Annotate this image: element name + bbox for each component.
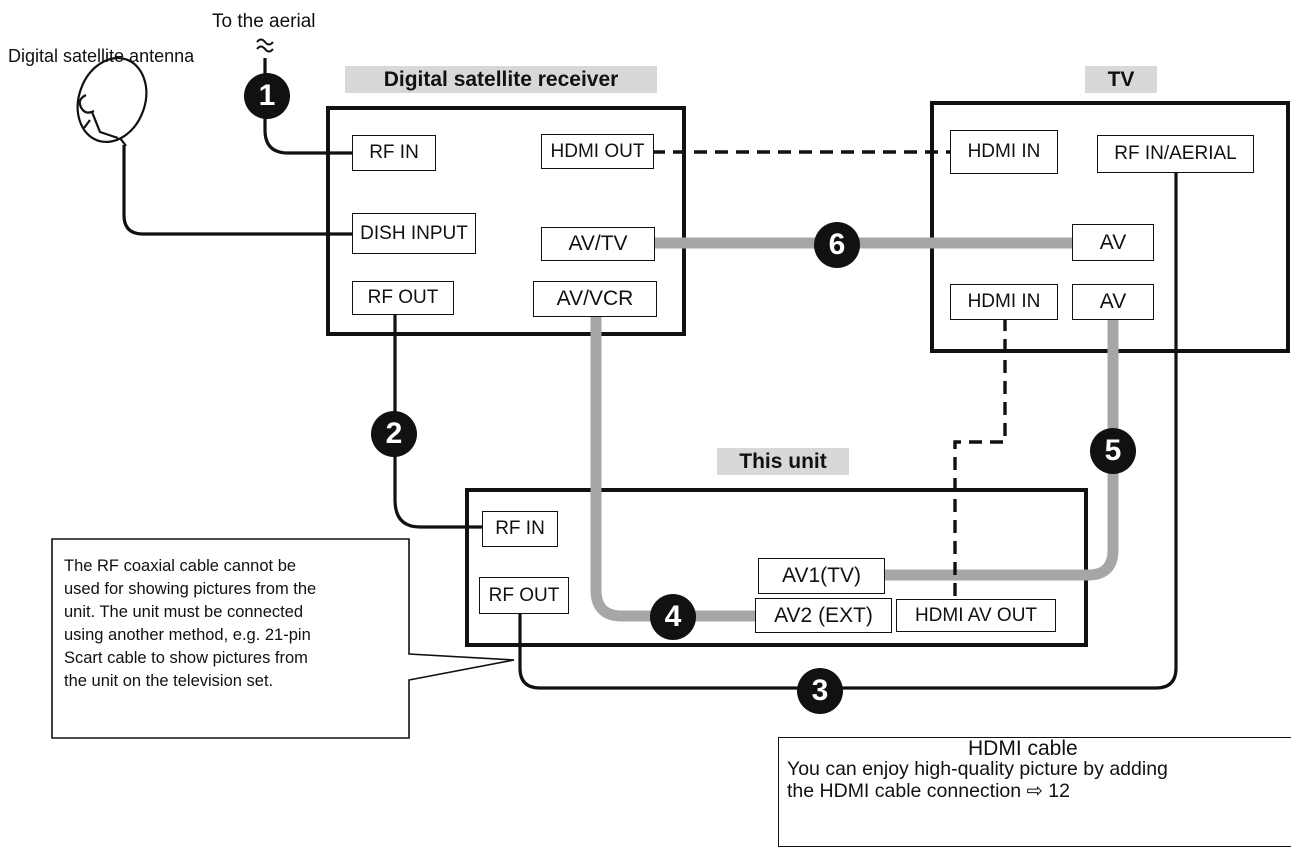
callout-line: used for showing pictures from the [64, 580, 317, 598]
unit-box [465, 488, 1088, 647]
antenna-label: Digital satellite antenna [8, 46, 195, 66]
callout-text: The RF coaxial cable cannot be used for … [64, 555, 316, 693]
step-3-marker: 3 [797, 668, 843, 714]
legend-box [778, 737, 1291, 847]
tv-hdmi-in-port-top[interactable]: HDMI IN [950, 130, 1058, 174]
unit-rf-in-port[interactable]: RF IN [482, 511, 558, 547]
step-4-marker: 4 [650, 594, 696, 640]
tv-title: TV [1085, 66, 1157, 93]
receiver-av-tv-port[interactable]: AV/TV [541, 227, 655, 261]
unit-title: This unit [717, 448, 849, 475]
receiver-rf-in-port[interactable]: RF IN [352, 135, 436, 171]
cable-dish [122, 145, 352, 236]
callout-line: Scart cable to show pictures from [64, 649, 308, 667]
aerial-icon [256, 38, 274, 53]
unit-av1-port[interactable]: AV1(TV) [758, 558, 885, 594]
receiver-rf-out-port[interactable]: RF OUT [352, 281, 454, 315]
cable-4-av [590, 316, 757, 622]
unit-hdmi-av-out-port[interactable]: HDMI AV OUT [896, 599, 1056, 632]
receiver-dish-input-port[interactable]: DISH INPUT [352, 213, 476, 254]
tv-av-port-bottom[interactable]: AV [1072, 284, 1154, 320]
step-6-marker: 6 [814, 222, 860, 268]
callout-line: The RF coaxial cable cannot be [64, 557, 297, 575]
receiver-box [326, 106, 686, 336]
tv-hdmi-in-port-bottom[interactable]: HDMI IN [950, 284, 1058, 320]
cable-2-rf [393, 314, 482, 529]
step-1-marker: 1 [244, 73, 290, 119]
legend-text-line-2: the HDMI cable connection ⇨ 12 [787, 780, 1070, 802]
callout-line: unit. The unit must be connected [64, 603, 304, 621]
tv-rf-in-aerial-port[interactable]: RF IN/AERIAL [1097, 135, 1254, 173]
unit-rf-out-port[interactable]: RF OUT [479, 577, 569, 614]
callout-line: the unit on the television set. [64, 672, 274, 690]
callout-line: using another method, e.g. 21-pin [64, 626, 311, 644]
step-2-marker: 2 [371, 411, 417, 457]
aerial-label: To the aerial [212, 11, 316, 32]
cable-1-rf [263, 58, 352, 155]
receiver-title: Digital satellite receiver [345, 66, 657, 93]
legend-text-line-1: You can enjoy high-quality picture by ad… [787, 758, 1168, 780]
legend-hdmi-cable-label: HDMI cable [968, 737, 1078, 760]
hdmi-cable-unit-tv [953, 318, 1007, 604]
receiver-hdmi-out-port[interactable]: HDMI OUT [541, 134, 654, 169]
unit-av2-port[interactable]: AV2 (EXT) [755, 598, 892, 633]
cable-3-rf [518, 172, 1178, 690]
tv-av-port-top[interactable]: AV [1072, 224, 1154, 261]
step-5-marker: 5 [1090, 428, 1136, 474]
receiver-av-vcr-port[interactable]: AV/VCR [533, 281, 657, 317]
satellite-dish-icon [76, 56, 148, 147]
callout-bubble [51, 538, 515, 739]
cable-5-av [885, 319, 1119, 581]
